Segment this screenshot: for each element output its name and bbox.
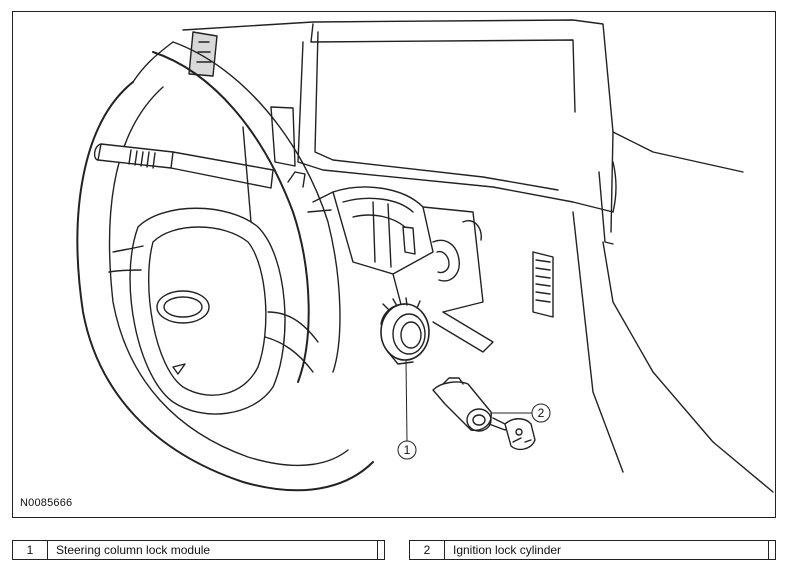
leader-lines (405, 359, 533, 443)
callout-1-number: 1 (404, 443, 411, 457)
legend-2-end-cell (768, 541, 775, 559)
multifunction-stalk (93, 143, 274, 189)
steering-wheel (76, 41, 374, 492)
ignition-lock-cylinder (432, 377, 536, 451)
legend-row-1: 1 Steering column lock module (12, 540, 385, 560)
callout-2-number: 2 (538, 406, 545, 420)
legend-row-2: 2 Ignition lock cylinder (409, 540, 776, 560)
illustration-panel: 1 2 N0085666 (12, 11, 776, 518)
steering-column-illustration: 1 2 (76, 19, 774, 493)
legend-1-end-cell (377, 541, 384, 559)
legend-1-number: 1 (13, 541, 48, 559)
instrument-panel (182, 19, 774, 493)
steering-column-lock-module (380, 297, 430, 365)
steering-column (287, 171, 494, 353)
figure-code: N0085666 (20, 497, 73, 509)
legend-1-label: Steering column lock module (56, 543, 211, 557)
callout-2: 2 (531, 403, 551, 423)
legend-2-number: 2 (410, 541, 445, 559)
callout-1: 1 (397, 440, 417, 460)
legend-2-label: Ignition lock cylinder (453, 543, 562, 557)
